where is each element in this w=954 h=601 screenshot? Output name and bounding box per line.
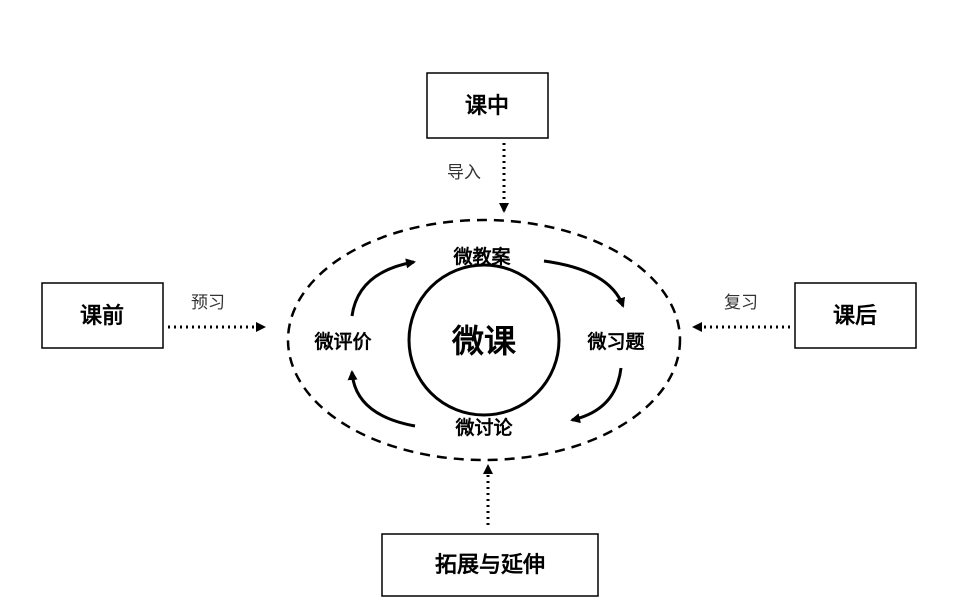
cycle-label-top: 微教案 (452, 245, 511, 268)
stage-box-top (426, 72, 549, 139)
stage-label-left: 课前 (80, 303, 124, 329)
edge-label-left: 预习 (191, 293, 225, 313)
stage-box-left (41, 282, 164, 349)
cycle-arrow-left-to-top (350, 258, 416, 317)
cycle-arrow-bottom-to-left (347, 370, 416, 428)
stage-box-right (794, 282, 917, 349)
stage-box-bottom (381, 533, 599, 597)
outer-dashed-ring (286, 218, 682, 462)
cycle-arrow-right-to-bottom (570, 367, 623, 424)
center-label: 微课 (451, 322, 517, 360)
cycle-label-left: 微评价 (313, 330, 372, 353)
edge-label-top: 导入 (447, 163, 481, 183)
edge-label-right: 复习 (724, 293, 758, 313)
stage-label-right: 课后 (833, 304, 877, 329)
cycle-label-right: 微习题 (586, 330, 644, 353)
cycle-arrow-top-to-right (543, 259, 625, 308)
center-circle (407, 263, 561, 417)
stage-label-top: 课中 (465, 94, 509, 119)
stage-label-bottom: 拓展与延伸 (435, 553, 545, 578)
cycle-label-bottom: 微讨论 (454, 416, 513, 439)
